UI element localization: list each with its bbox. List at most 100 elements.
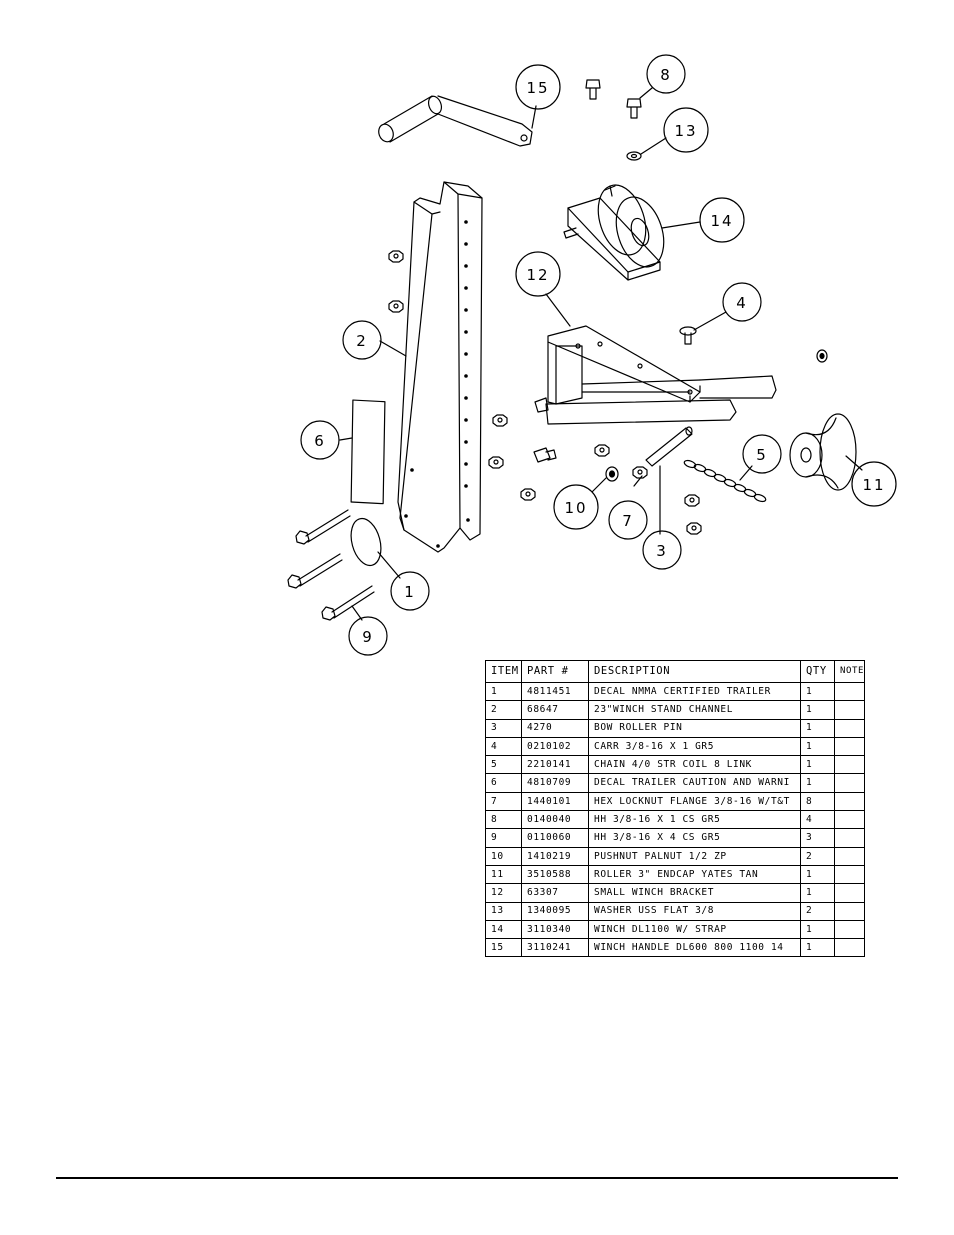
cell-qty: 1 xyxy=(800,773,835,793)
cell-qty: 1 xyxy=(800,938,835,958)
cell-description: CARR 3/8-16 X 1 GR5 xyxy=(588,736,801,757)
header-part: PART # xyxy=(521,660,589,683)
cell-qty: 8 xyxy=(800,791,835,812)
cell-item: 11 xyxy=(485,864,522,885)
cell-item: 7 xyxy=(485,791,522,812)
cell-item: 6 xyxy=(485,773,522,793)
svg-text:5: 5 xyxy=(756,446,768,464)
cell-note xyxy=(833,700,866,720)
part-hh-bolts-long xyxy=(287,509,375,621)
cell-note xyxy=(833,919,866,940)
part-bow-roller-pin xyxy=(645,426,693,467)
cell-note xyxy=(833,718,866,738)
cell-part-number: 0210102 xyxy=(521,736,589,757)
leader-8 xyxy=(639,87,653,99)
cell-qty: 1 xyxy=(800,864,835,885)
cell-description: HEX LOCKNUT FLANGE 3/8-16 W/T&T xyxy=(588,791,801,812)
cell-description: PUSHNUT PALNUT 1/2 ZP xyxy=(588,846,801,866)
svg-text:15: 15 xyxy=(526,79,549,97)
cell-part-number: 1410219 xyxy=(521,846,589,866)
callout-2: 2 xyxy=(342,320,382,360)
cell-qty: 1 xyxy=(800,755,835,775)
cell-description: DECAL NMMA CERTIFIED TRAILER xyxy=(588,681,801,702)
svg-text:6: 6 xyxy=(314,432,326,450)
svg-text:12: 12 xyxy=(526,266,549,284)
cell-qty: 3 xyxy=(800,828,835,848)
cell-part-number: 0110060 xyxy=(521,828,589,848)
svg-text:7: 7 xyxy=(622,512,634,530)
svg-text:8: 8 xyxy=(660,66,672,84)
leader-14 xyxy=(661,221,701,229)
cell-part-number: 1440101 xyxy=(521,791,589,812)
svg-text:3: 3 xyxy=(656,542,668,560)
svg-text:13: 13 xyxy=(674,122,697,140)
cell-part-number: 4811451 xyxy=(521,681,589,702)
cell-item: 14 xyxy=(485,919,522,940)
callout-11: 11 xyxy=(851,461,897,507)
cell-item: 8 xyxy=(485,810,522,830)
cell-part-number: 3110241 xyxy=(521,938,589,958)
cell-item: 3 xyxy=(485,718,522,738)
cell-part-number: 4810709 xyxy=(521,773,589,793)
leader-4 xyxy=(693,311,727,331)
cell-note xyxy=(833,864,866,885)
svg-text:9: 9 xyxy=(362,628,374,646)
part-hh-bolts-short xyxy=(585,79,642,119)
callout-14: 14 xyxy=(699,197,745,243)
svg-text:4: 4 xyxy=(736,294,748,312)
cell-qty: 2 xyxy=(800,846,835,866)
exploded-parts-diagram: 15 8 13 14 12 4 2 6 5 11 10 7 3 1 9 xyxy=(287,54,897,656)
leader-13 xyxy=(640,137,667,155)
cell-description: CHAIN 4/0 STR COIL 8 LINK xyxy=(588,755,801,775)
leader-10 xyxy=(591,477,607,493)
cell-note xyxy=(833,810,866,830)
cell-description: WASHER USS FLAT 3/8 xyxy=(588,901,801,921)
callout-12: 12 xyxy=(515,251,561,297)
cell-description: HH 3/8-16 X 1 CS GR5 xyxy=(588,810,801,830)
callout-15: 15 xyxy=(515,64,561,110)
cell-item: 4 xyxy=(485,736,522,757)
leader-15 xyxy=(531,105,537,129)
callout-6: 6 xyxy=(300,420,340,460)
cell-note xyxy=(833,901,866,921)
part-washer xyxy=(626,151,642,161)
callout-10: 10 xyxy=(553,484,599,530)
part-winch-handle xyxy=(378,95,533,147)
cell-note xyxy=(833,681,866,702)
leader-7 xyxy=(633,475,643,487)
callout-3: 3 xyxy=(642,530,682,570)
cell-qty: 4 xyxy=(800,810,835,830)
cell-part-number: 1340095 xyxy=(521,901,589,921)
cell-description: HH 3/8-16 X 4 CS GR5 xyxy=(588,828,801,848)
leader-1 xyxy=(377,551,401,579)
cell-note xyxy=(833,938,866,958)
footer-rule xyxy=(56,1177,898,1179)
cell-part-number: 4270 xyxy=(521,718,589,738)
cell-note xyxy=(833,846,866,866)
table-header-row: ITEM PART # DESCRIPTION QTY NOTE xyxy=(485,660,866,683)
cell-description: SMALL WINCH BRACKET xyxy=(588,883,801,903)
cell-item: 15 xyxy=(485,938,522,958)
cell-description: WINCH DL1100 W/ STRAP xyxy=(588,919,801,940)
svg-text:14: 14 xyxy=(710,212,733,230)
header-qty: QTY xyxy=(800,660,835,683)
part-winch-stand-channel xyxy=(397,181,483,553)
cell-qty: 1 xyxy=(800,883,835,903)
cell-qty: 1 xyxy=(800,681,835,702)
svg-text:1: 1 xyxy=(404,583,416,601)
leader-2 xyxy=(379,340,407,357)
cell-qty: 1 xyxy=(800,919,835,940)
part-roller xyxy=(789,413,857,491)
cell-item: 1 xyxy=(485,681,522,702)
cell-note xyxy=(833,883,866,903)
